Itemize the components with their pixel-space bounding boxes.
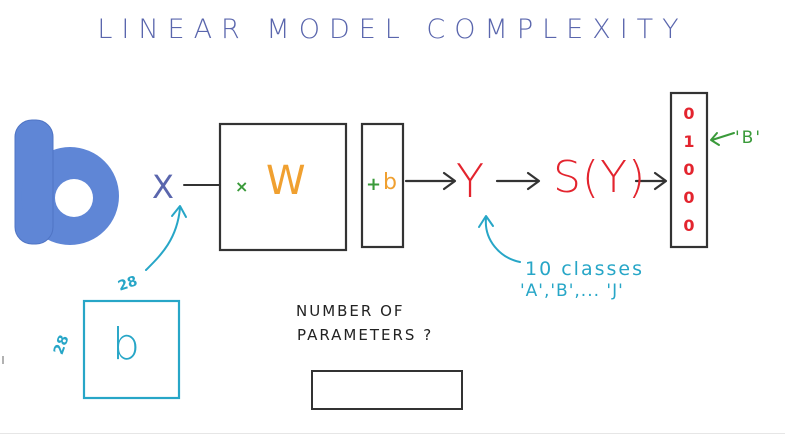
onehot-cell: 1 <box>683 132 695 151</box>
question-line-2: PARAMETERS ? <box>297 326 434 344</box>
onehot-cell: 0 <box>683 160 695 179</box>
onehot-cell: 0 <box>683 188 695 207</box>
weight-matrix-box <box>218 122 348 252</box>
bottom-divider <box>0 433 785 434</box>
classes-arrow-icon <box>478 215 521 263</box>
target-label: 'B' <box>735 128 763 148</box>
output-label: Y <box>456 154 487 208</box>
onehot-cell: 0 <box>683 104 695 123</box>
bias-label: b <box>383 170 399 195</box>
input-image-letter: b <box>112 319 142 370</box>
arrow-icon <box>634 171 668 191</box>
weight-label: W <box>266 158 308 204</box>
input-image-box <box>82 299 181 400</box>
multiply-operator: × <box>235 177 249 196</box>
answer-input[interactable] <box>311 370 463 410</box>
arrow-icon <box>495 171 541 191</box>
softmax-label: S(Y) <box>553 152 647 203</box>
add-operator: + <box>366 174 382 195</box>
classes-list-label: 'A','B',... 'J' <box>520 281 624 301</box>
bias-vector-box <box>360 122 405 249</box>
onehot-vector-box <box>669 91 709 249</box>
classes-count-label: 10 classes <box>525 258 644 280</box>
target-arrow-icon <box>710 132 735 146</box>
question-line-1: NUMBER OF <box>296 302 405 320</box>
onehot-cell: 0 <box>683 216 695 235</box>
input-label: X <box>152 168 176 206</box>
page-title: LINEAR MODEL COMPLEXITY <box>97 14 688 45</box>
udacity-b-logo-icon <box>14 119 119 245</box>
arrow-icon <box>404 171 457 191</box>
input-arrow-icon <box>145 205 187 271</box>
